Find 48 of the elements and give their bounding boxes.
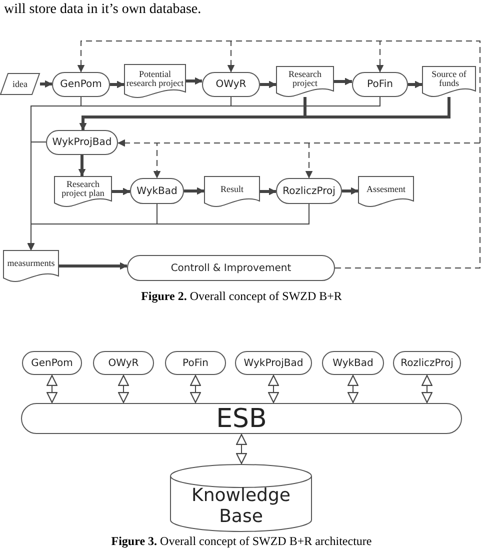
arrow — [112, 188, 130, 195]
process-box: GenPom — [52, 72, 110, 97]
double-arrow — [190, 374, 201, 404]
body-text: will store data in it’s own database. — [4, 2, 202, 18]
arrow — [408, 81, 422, 88]
process-box: PoFin — [165, 351, 226, 375]
input-parallelogram: idea — [0, 73, 40, 95]
process-box: OWyR — [93, 351, 154, 375]
double-arrow — [46, 374, 58, 404]
arrow — [110, 81, 124, 88]
double-arrow — [422, 374, 432, 404]
arrow — [59, 262, 127, 270]
arrow — [80, 97, 450, 130]
figure-caption: Figure 2. Overall concept of SWZD B+R — [141, 289, 342, 304]
document-shape: Research project plan — [54, 176, 112, 207]
document-shape: Source of funds — [422, 66, 476, 97]
arrow — [184, 188, 204, 194]
arrow — [186, 78, 202, 84]
arrow — [40, 80, 52, 88]
double-arrow — [268, 374, 279, 404]
arrow — [260, 81, 276, 88]
arrow — [28, 204, 310, 250]
process-box: RozliczProj — [276, 178, 342, 204]
double-arrow — [348, 374, 358, 404]
document-shape: measurments — [3, 250, 59, 282]
process-box: Controll & Improvement — [127, 255, 335, 281]
process-box: PoFin — [352, 72, 408, 97]
figure-caption: Figure 3. Overall concept of SWZD B+R architecture — [111, 534, 372, 549]
double-arrow — [118, 374, 129, 404]
arrow — [78, 155, 86, 176]
document-shape: Assesment — [358, 176, 414, 207]
database-cylinder: Knowledge Base — [170, 464, 312, 532]
document-shape: Result — [204, 176, 260, 207]
document-shape: Research project — [276, 66, 334, 97]
process-box: RozliczProj — [393, 351, 461, 375]
process-box: GenPom — [22, 351, 82, 375]
double-arrow — [236, 434, 247, 464]
arrow — [306, 142, 480, 268]
process-box: OWyR — [202, 72, 260, 97]
arrow — [260, 188, 276, 195]
process-box: WykProjBad — [235, 351, 312, 375]
document-shape: Potential research project — [124, 64, 186, 98]
bus-bar: ESB — [21, 403, 462, 434]
process-box: WykProjBad — [46, 130, 118, 155]
arrow — [342, 188, 358, 194]
process-box: WykBad — [130, 178, 184, 204]
process-box: WykBad — [322, 351, 384, 375]
arrow — [334, 78, 352, 85]
